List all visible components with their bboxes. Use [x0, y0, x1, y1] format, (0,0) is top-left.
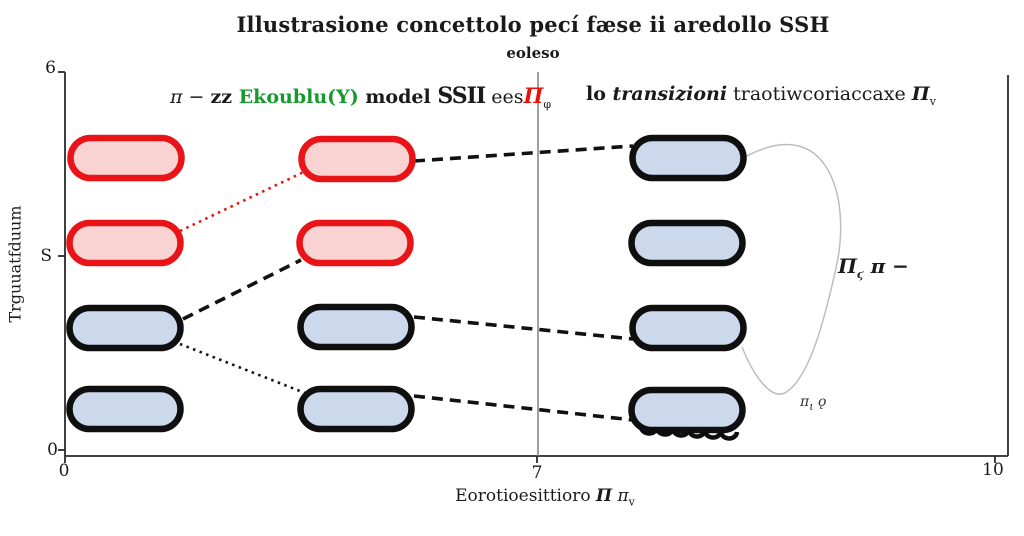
- arc-main-label: Πϛ π −: [838, 254, 909, 281]
- pi-symbol: π: [800, 394, 810, 410]
- y-tick-label-mid: S: [40, 246, 52, 266]
- pi-capital-symbol: Π: [838, 254, 857, 278]
- v-subscript: v: [929, 94, 936, 108]
- edge-r1c2-r1c3: [413, 144, 634, 163]
- figure-subtitle: eoleso: [506, 44, 560, 62]
- edge-r3c1-r2c2: [182, 258, 302, 321]
- x-tick-label-mid: 7: [531, 463, 543, 483]
- lo-word: lo: [586, 83, 613, 105]
- pi-capital-symbol: Π: [911, 83, 930, 105]
- node-pill-r4c1: [66, 385, 184, 433]
- node-pill-r3c3: [629, 304, 747, 352]
- right-region-label: lo transizioni traotiwcoriaccaxe Πv: [586, 83, 936, 108]
- edge-r4c2-r4c3: [413, 394, 634, 422]
- node-pill-r1c1: [67, 134, 185, 182]
- y-tick-label-0: 0: [47, 440, 58, 460]
- phi-subscript: φ: [543, 97, 552, 111]
- red-pi-symbol: Π: [523, 83, 544, 108]
- nodes-layer: [66, 134, 747, 434]
- node-pill-r4c3: [628, 386, 746, 434]
- pi-symbol: π: [612, 486, 629, 506]
- y-axis-label: Trguuatfduum: [5, 205, 25, 323]
- arc-small-label: πι ǫ: [800, 394, 826, 413]
- v-subscript: v: [628, 495, 635, 509]
- pi-minus-tail: π −: [863, 254, 909, 278]
- x-tick-label-0: 0: [58, 461, 70, 481]
- node-pill-r3c1: [66, 304, 184, 352]
- edge-r2c1-r1c2: [179, 167, 311, 233]
- stigma-subscript: ϛ: [856, 268, 864, 281]
- green-term: Ekoublu(Y): [238, 86, 359, 108]
- node-pill-r2c3: [628, 219, 746, 267]
- x-tick-label-10: 10: [982, 460, 1004, 480]
- iota-subscript: ι: [809, 399, 814, 413]
- y-tick-label-6: 6: [45, 58, 56, 78]
- ssh-word: SSII: [437, 83, 486, 109]
- node-pill-r3c2: [297, 303, 415, 351]
- pi-symbol: π: [170, 86, 183, 108]
- wavy-underline: [638, 425, 740, 441]
- left-region-label: π − ᴢᴢ Ekoublu(Y) model SSII eesΠφ: [170, 83, 551, 111]
- pi-capital-symbol: Π: [595, 486, 613, 506]
- transizioni-word: transizioni: [612, 83, 728, 105]
- garbled-word: traotiwcoriaccaxe: [727, 83, 912, 105]
- node-pill-r2c2: [296, 219, 414, 267]
- figure-title: Illustrasione concettolo pecí fæse ii ar…: [236, 12, 830, 37]
- minus-symbol: −: [182, 86, 211, 108]
- ees-word: ees: [485, 86, 524, 108]
- grouping-arc: [741, 143, 842, 395]
- o-tail: ǫ: [813, 394, 827, 410]
- edge-r3c1-r4c2: [179, 342, 306, 395]
- edge-r3c2-r3c3: [413, 315, 634, 341]
- node-pill-r1c3: [629, 134, 747, 182]
- x-axis-label: Eorotioesittioro Π πv: [455, 486, 635, 508]
- node-pill-r2c1: [66, 219, 184, 267]
- x-label-text: Eorotioesittioro: [455, 486, 596, 506]
- edges-layer: [179, 144, 634, 422]
- node-pill-r1c2: [298, 135, 416, 183]
- zz-glyph: ᴢᴢ: [210, 86, 239, 108]
- axes: [58, 71, 1009, 463]
- node-pill-r4c2: [297, 385, 415, 433]
- model-word: model: [358, 86, 438, 108]
